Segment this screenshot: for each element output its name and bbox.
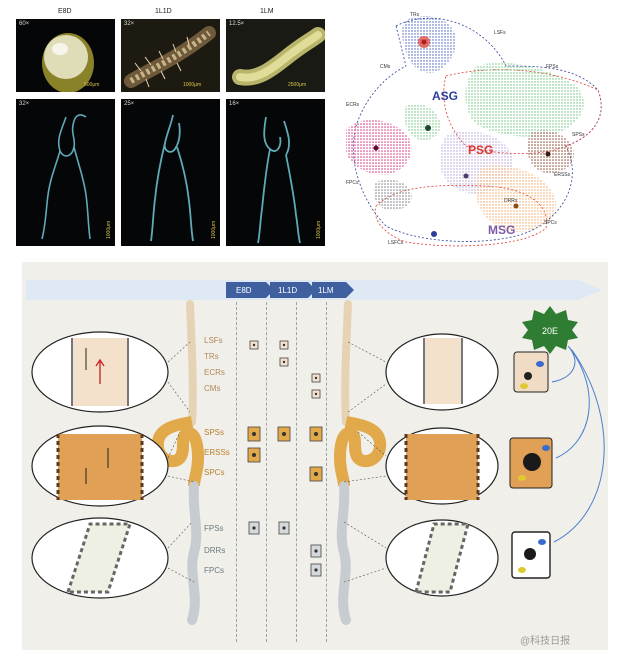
tsne-plot: ASG PSG MSG TRs LSFs CMs FPSs ECRs SPSs … <box>336 6 626 254</box>
label-cms: CMs <box>204 384 221 393</box>
cluster-cms <box>346 119 412 175</box>
hormone-label: 20E <box>542 326 558 336</box>
magnification-label: 25× <box>124 101 135 107</box>
label-lsfs: LSFs <box>204 336 223 345</box>
scale-bar-label: 1000μm <box>183 82 202 88</box>
zoom-ellipse-psg <box>31 517 169 599</box>
schematic-panel: E8D 1L1D 1LM <box>22 262 608 650</box>
timeline-stage-1lm: 1LM <box>318 286 334 295</box>
photo-gland-1lm: 16× 1000μm <box>226 99 325 246</box>
cell-psg <box>511 531 551 579</box>
photo-larva-1lm: 12.5× 2500μm <box>226 19 325 92</box>
column-divider <box>326 302 327 642</box>
zoom-ellipse-right-msg <box>385 427 499 505</box>
photo-egg: 60× 500μm <box>16 19 115 92</box>
region-label-asg: ASG <box>432 89 458 103</box>
label-ersss: ERSSs <box>204 448 230 457</box>
cluster-label: FPSs <box>546 64 559 70</box>
scale-bar-label: 1000μm <box>211 220 217 239</box>
cluster-fpcs <box>373 179 412 211</box>
silk-gland-image <box>41 114 91 240</box>
schematic-drawing: E8D 1L1D 1LM <box>26 280 605 625</box>
cluster-fpss <box>465 62 584 137</box>
cell-asg <box>513 351 549 393</box>
zoom-ellipse-msg <box>31 425 169 507</box>
region-label-msg: MSG <box>488 223 515 237</box>
watermark: @科技日报 <box>520 636 571 647</box>
photo-gland-e8d: 32× 1000μm <box>16 99 115 246</box>
label-fpss: FPSs <box>204 524 224 533</box>
region-label-psg: PSG <box>468 143 493 157</box>
label-trs: TRs <box>204 352 219 361</box>
cluster-label: CMs <box>380 64 391 70</box>
column-divider <box>266 302 267 642</box>
label-fpcs: FPCs <box>204 566 224 575</box>
magnification-label: 32× <box>124 21 135 27</box>
zoom-ellipse-asg <box>31 331 169 413</box>
magnification-label: 32× <box>19 101 30 107</box>
stage-label-e8d: E8D <box>58 8 72 15</box>
cell-msg <box>509 437 553 489</box>
stage-label-1lm: 1LM <box>260 8 274 15</box>
silk-gland-image <box>150 114 194 242</box>
label-spss: SPSs <box>204 428 225 437</box>
magnification-label: 12.5× <box>229 21 245 27</box>
zoom-ellipse-right-asg <box>385 333 499 411</box>
magnification-label: 60× <box>19 21 30 27</box>
label-drrs: DRRs <box>204 546 226 555</box>
egg-image <box>42 33 94 92</box>
tsne-scatter: ASG PSG MSG TRs LSFs CMs FPSs ECRs SPSs … <box>346 12 602 247</box>
cluster-label: LSFCs <box>388 240 404 246</box>
cluster-msg <box>475 165 557 232</box>
cluster-label: SPSs <box>572 132 585 138</box>
column-divider <box>236 302 237 642</box>
photo-gland-1l1d: 25× 1000μm <box>121 99 220 246</box>
label-spcs: SPCs <box>204 468 225 477</box>
timeline-stage-e8d: E8D <box>236 286 252 295</box>
cluster-label: LSFs <box>494 30 506 36</box>
label-ecrs: ECRs <box>204 368 225 377</box>
presence-markers <box>247 340 323 577</box>
scale-bar-label: 500μm <box>84 82 100 88</box>
stage-label-1l1d: 1L1D <box>155 8 172 15</box>
scale-bar-label: 1000μm <box>106 220 112 239</box>
magnification-label: 16× <box>229 101 240 107</box>
timeline-stage-1l1d: 1L1D <box>278 286 297 295</box>
column-divider <box>296 302 297 642</box>
hormone-20e-badge <box>522 306 578 354</box>
cluster-label: ERSSs <box>554 172 571 178</box>
photo-larva-1l1d: 32× 1000μm <box>121 19 220 92</box>
cluster-ecrs <box>404 103 441 141</box>
larva-image <box>124 26 216 88</box>
larva-image <box>232 27 325 86</box>
cluster-ersss <box>527 130 574 174</box>
silk-gland-image <box>257 116 301 244</box>
cluster-label: DRRs <box>504 198 518 204</box>
scale-bar-label: 2500μm <box>288 82 307 88</box>
cluster-label: ECRs <box>346 102 360 108</box>
cluster-label: TRs <box>410 12 420 18</box>
cluster-label: SPCs <box>544 220 557 226</box>
scale-bar-label: 1000μm <box>316 220 322 239</box>
zoom-ellipse-right-psg <box>385 519 499 597</box>
cluster-label: FPCs <box>346 180 359 186</box>
